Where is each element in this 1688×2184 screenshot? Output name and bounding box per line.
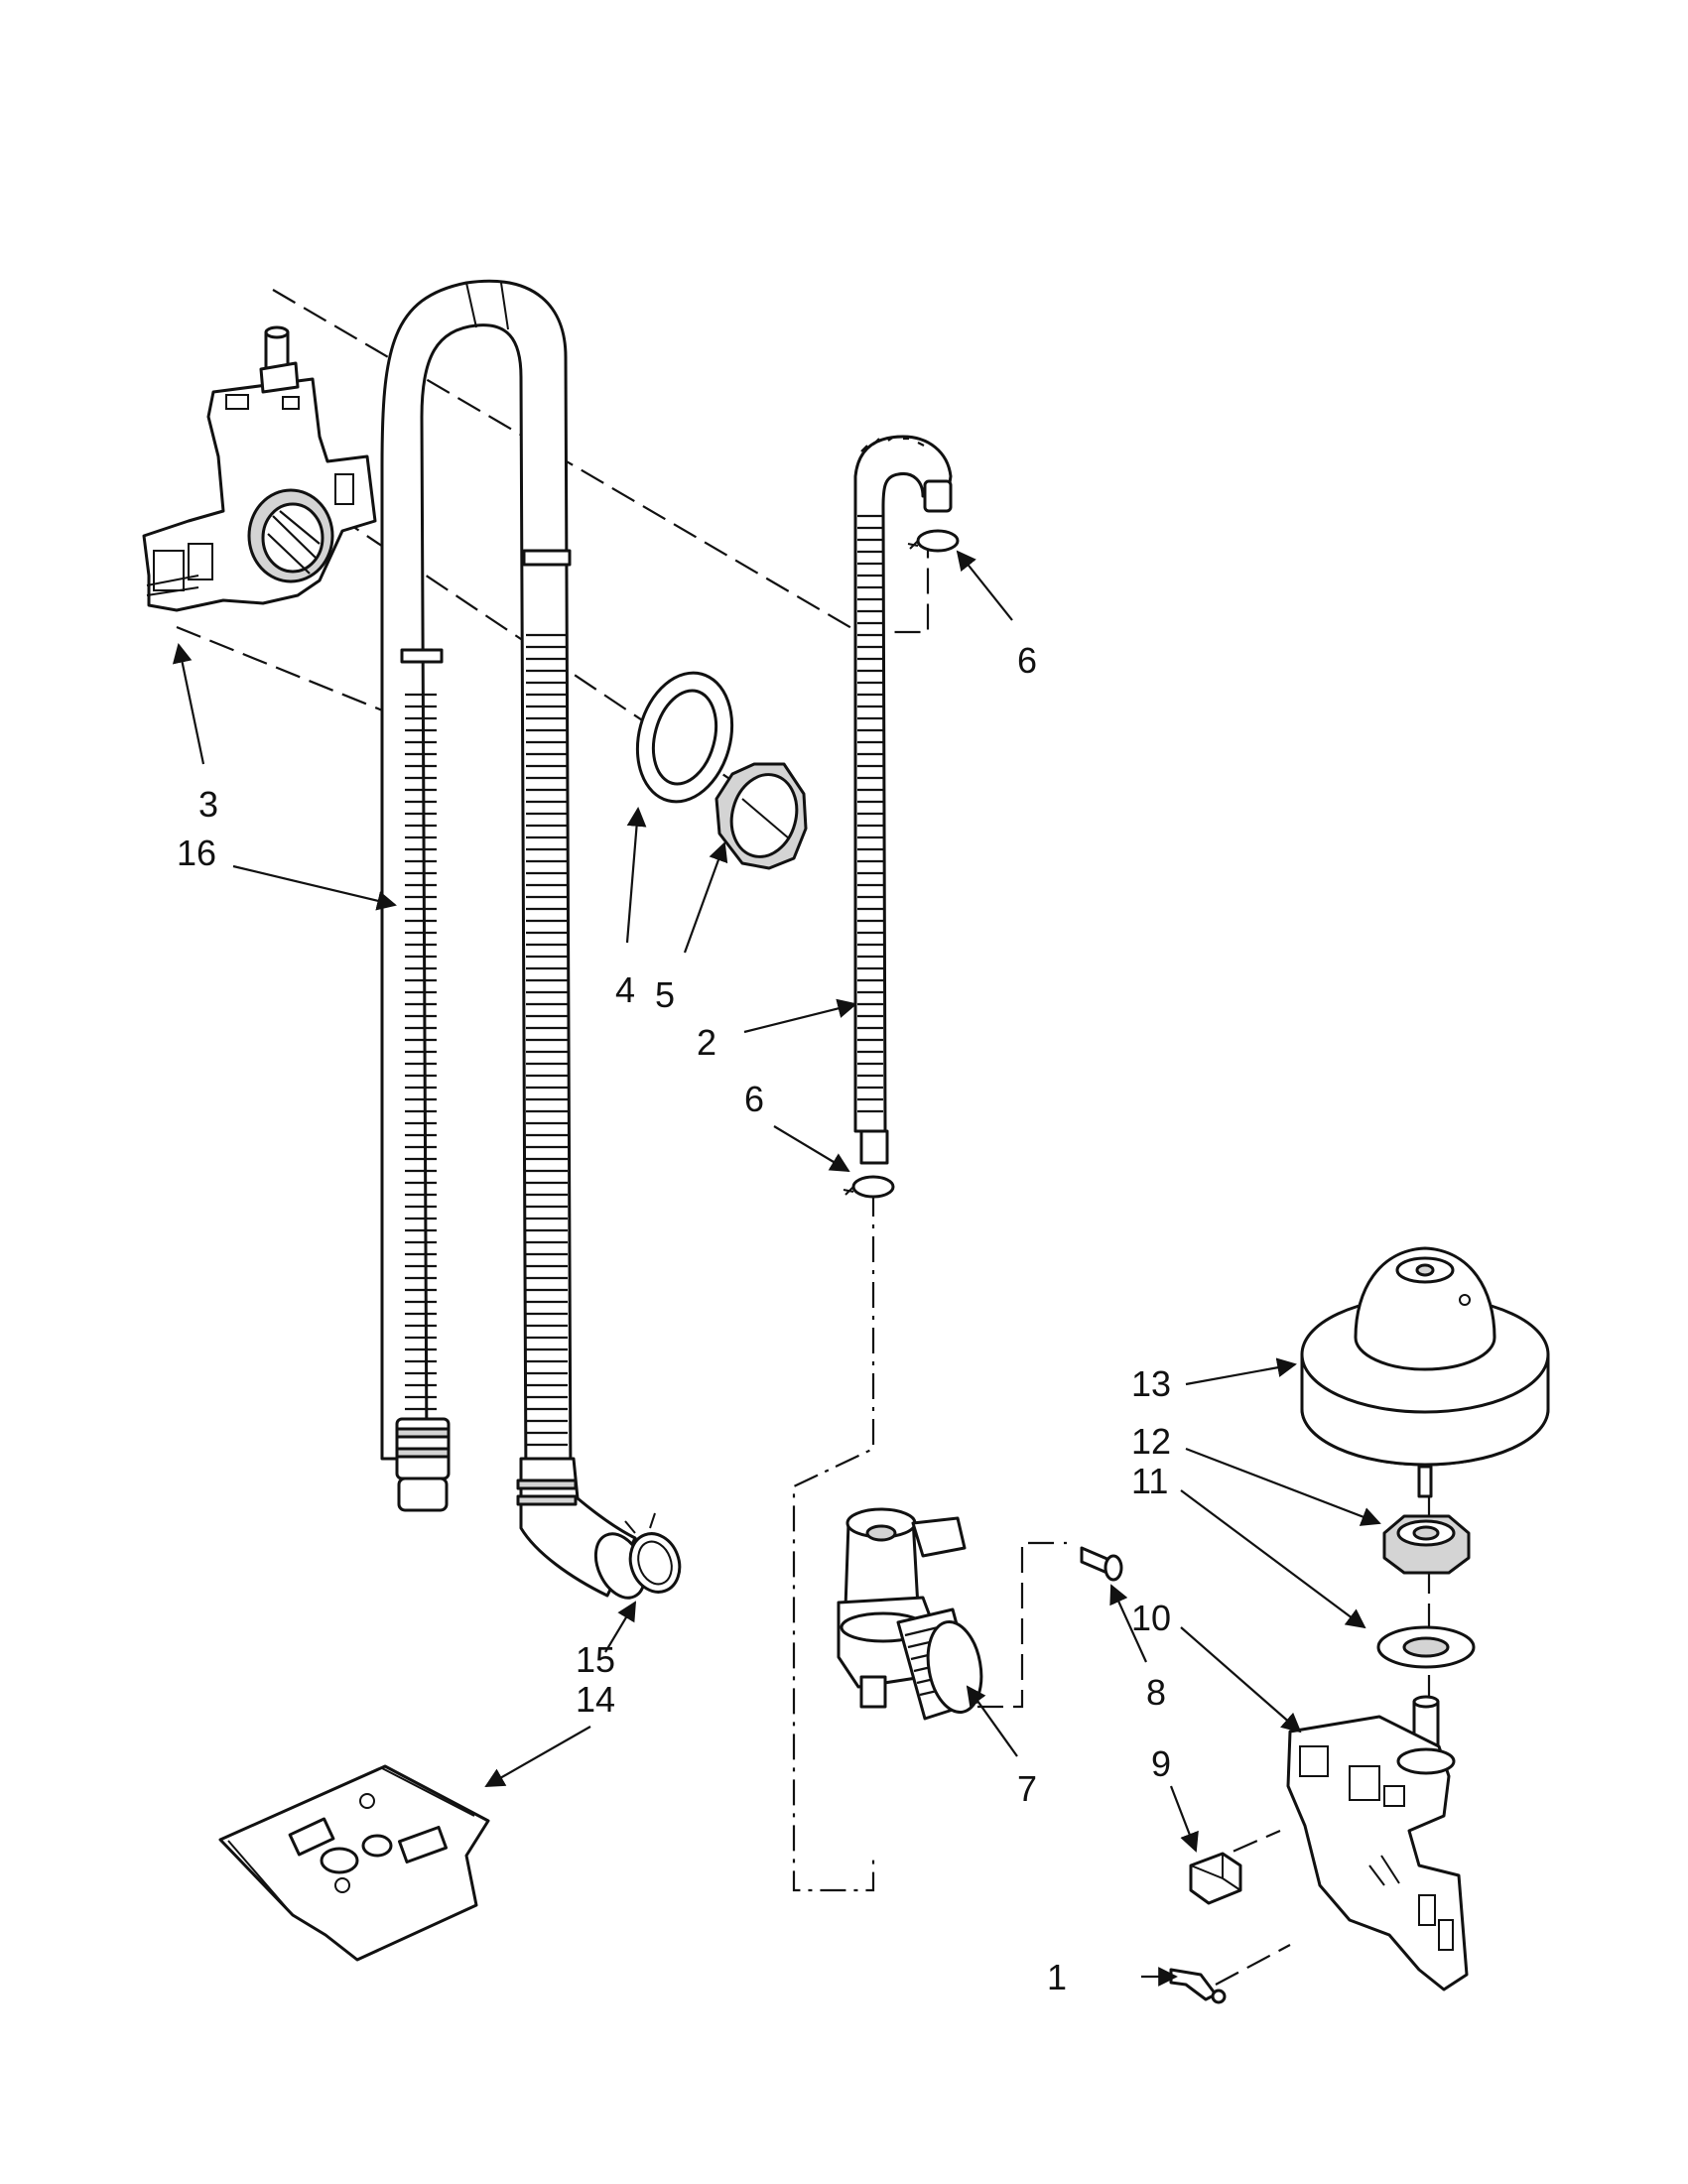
part-16-drain-hose bbox=[380, 279, 647, 1600]
part-1-wire-clip bbox=[1169, 1968, 1227, 2004]
part-7-inlet-valve bbox=[837, 1507, 983, 1721]
alignment-lines bbox=[176, 289, 1431, 1986]
callout-1: 1 bbox=[1047, 1957, 1067, 1997]
part-9-micro-switch bbox=[1189, 1852, 1242, 1905]
callout-6-upper: 6 bbox=[1017, 640, 1037, 681]
part-12-float-nut bbox=[1382, 1514, 1471, 1575]
callout-8: 8 bbox=[1146, 1672, 1166, 1713]
callout-7: 7 bbox=[1017, 1768, 1037, 1809]
part-13-float bbox=[1300, 1246, 1550, 1498]
right-leg-ribs bbox=[526, 633, 568, 1447]
callout-2: 2 bbox=[697, 1022, 716, 1063]
callout-11: 11 bbox=[1131, 1461, 1168, 1501]
callout-5: 5 bbox=[655, 974, 675, 1015]
callout-3: 3 bbox=[198, 784, 218, 825]
part-5-hex-nut bbox=[714, 762, 808, 870]
callout-6-lower: 6 bbox=[744, 1079, 764, 1119]
callout-9: 9 bbox=[1151, 1743, 1171, 1784]
part-3-hose-bracket bbox=[142, 325, 377, 612]
callout-10: 10 bbox=[1131, 1598, 1171, 1638]
part-6-clamp-lower bbox=[843, 1175, 895, 1199]
callout-labels: 1 2 3 4 5 6 6 7 8 9 10 11 12 13 14 15 16 bbox=[177, 640, 1171, 1997]
part-8-screw bbox=[1080, 1546, 1123, 1582]
part-2-fill-hose bbox=[853, 435, 953, 1165]
part-10-switch-bracket bbox=[1286, 1695, 1469, 1991]
callout-15: 15 bbox=[576, 1639, 615, 1680]
callout-12: 12 bbox=[1131, 1421, 1171, 1462]
leader-arrows bbox=[172, 550, 1381, 1987]
part-15-spring-clamp bbox=[624, 1512, 682, 1594]
callout-13: 13 bbox=[1131, 1363, 1171, 1404]
part-6-clamp-upper bbox=[907, 529, 960, 553]
left-leg-ribs bbox=[405, 693, 437, 1423]
callout-4: 4 bbox=[615, 969, 635, 1010]
part-14-parts-bag bbox=[218, 1764, 490, 1962]
part-4-washer bbox=[635, 671, 734, 804]
callout-14: 14 bbox=[576, 1679, 615, 1720]
fill-hose-ribs bbox=[857, 436, 925, 1113]
callout-16: 16 bbox=[177, 833, 216, 873]
part-11-float-washer bbox=[1376, 1625, 1476, 1669]
